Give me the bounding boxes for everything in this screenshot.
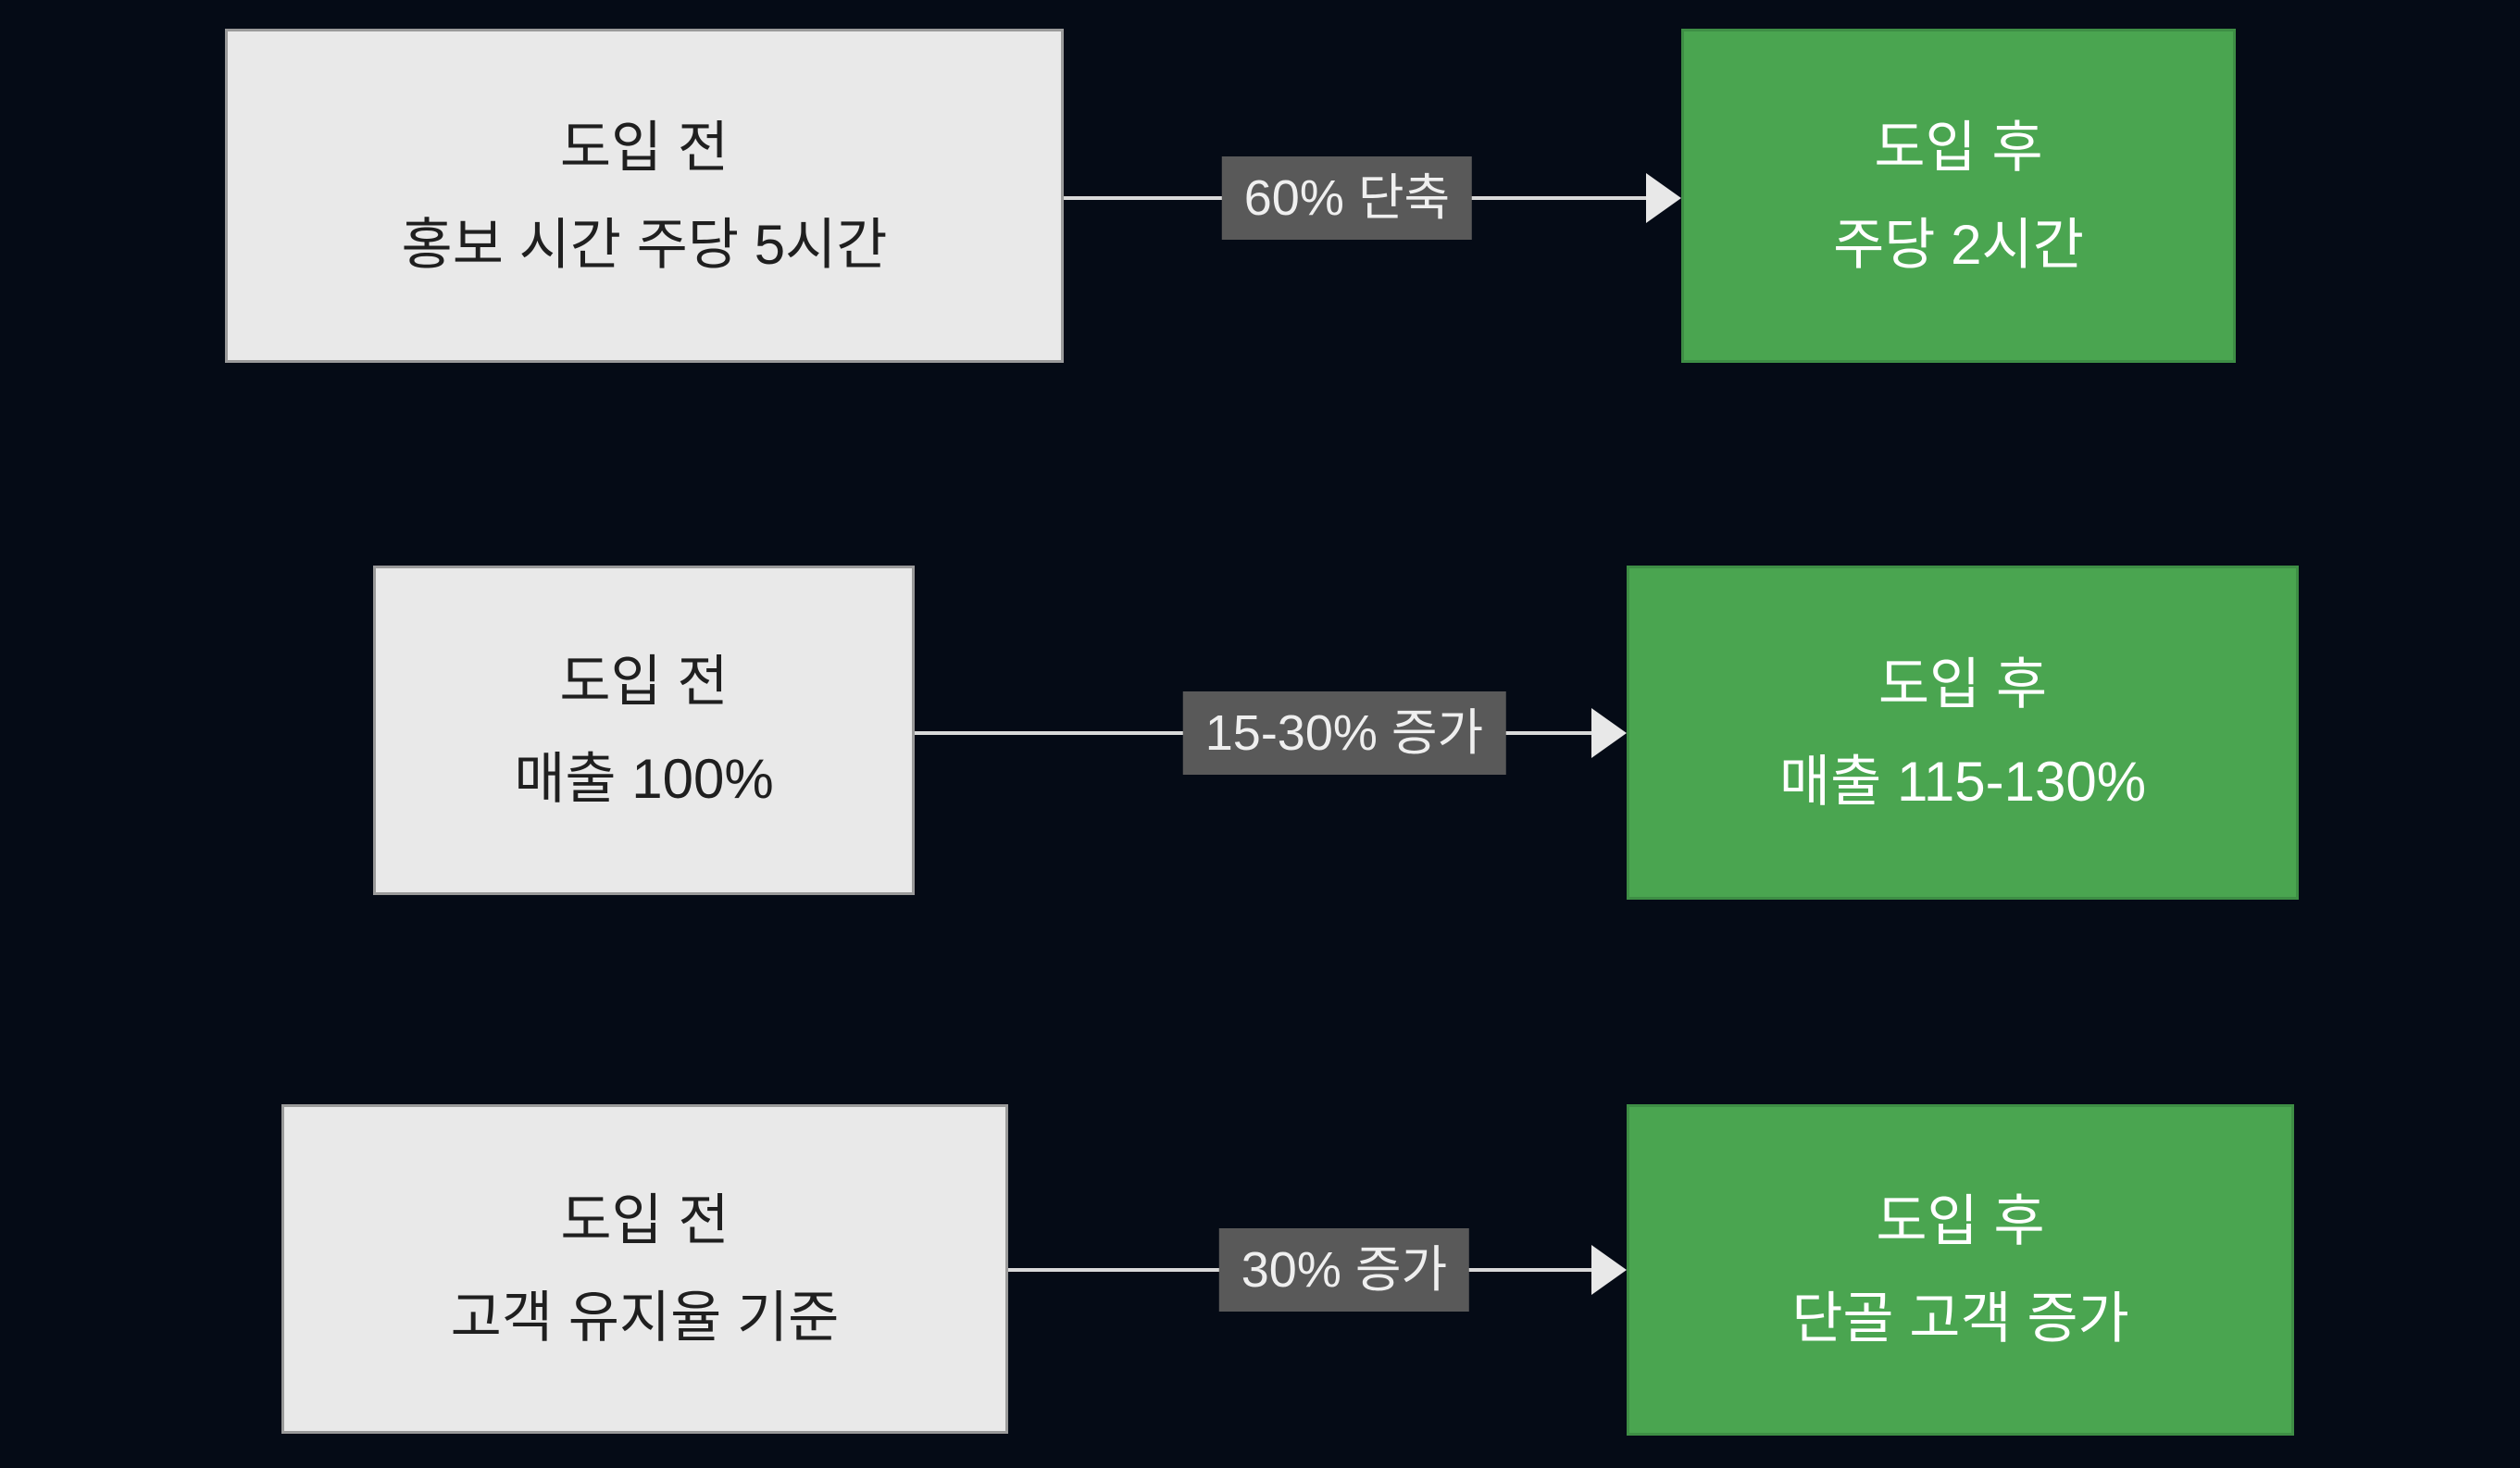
before-box-row2: 도입 전 매출 100% (373, 566, 915, 895)
after-box-row1: 도입 후 주당 2시간 (1681, 29, 2236, 363)
arrow-label-badge-row3: 30% 증가 (1218, 1228, 1470, 1312)
before-box-row1-line1: 도입 전 (559, 116, 730, 179)
arrow-label-badge-row2: 15-30% 증가 (1182, 691, 1506, 775)
after-box-row2-line1: 도입 후 (1878, 653, 2048, 715)
before-box-row1: 도입 전 홍보 시간 주당 5시간 (225, 29, 1064, 363)
after-box-row2: 도입 후 매출 115-130% (1627, 566, 2299, 900)
arrow-head-icon-row3 (1591, 1245, 1627, 1295)
before-box-row3-line1: 도입 전 (560, 1189, 730, 1251)
before-box-row2-line1: 도입 전 (559, 651, 729, 713)
arrow-label-badge-row1: 60% 단축 (1221, 156, 1473, 240)
after-box-row1-line1: 도입 후 (1874, 116, 2043, 179)
arrow-head-icon-row2 (1591, 708, 1627, 758)
arrow-head-icon-row1 (1646, 173, 1681, 223)
before-box-row3: 도입 전 고객 유지율 기준 (281, 1104, 1008, 1434)
before-box-row3-line2: 고객 유지율 기준 (450, 1287, 840, 1349)
after-box-row3-line2: 단골 고객 증가 (1791, 1288, 2129, 1350)
after-box-row2-line2: 매출 115-130% (1778, 750, 2147, 813)
after-box-row1-line2: 주당 2시간 (1833, 213, 2084, 276)
before-box-row2-line2: 매출 100% (514, 748, 774, 810)
after-box-row3-line1: 도입 후 (1876, 1190, 2045, 1252)
after-box-row3: 도입 후 단골 고객 증가 (1627, 1104, 2294, 1436)
before-box-row1-line2: 홍보 시간 주당 5시간 (401, 213, 888, 276)
